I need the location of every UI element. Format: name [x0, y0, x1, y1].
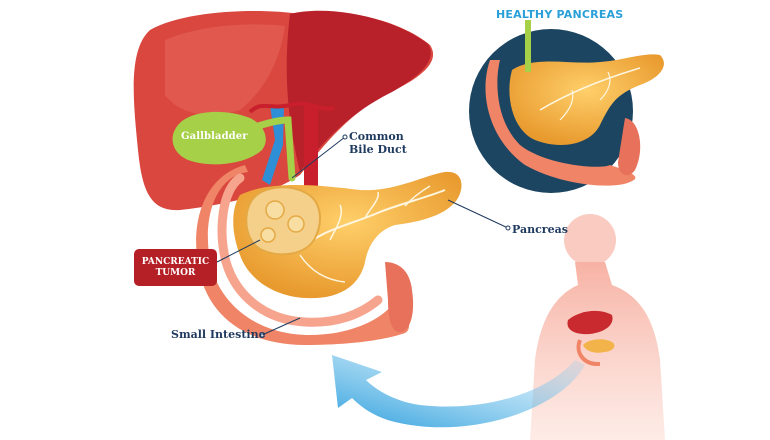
common-bile-duct-label-line1: Common: [349, 130, 404, 143]
tumor: [245, 186, 321, 256]
common-bile-duct-label-line2: Bile Duct: [349, 143, 407, 156]
small-intestine: [196, 165, 414, 345]
pancreatic-tumor-line2: TUMOR: [155, 267, 196, 278]
human-silhouette: [530, 214, 665, 440]
healthy-pancreas-title: HEALTHY PANCREAS: [496, 8, 624, 21]
gallbladder-label: Gallbladder: [181, 131, 248, 142]
leader-lines: [216, 134, 511, 338]
gallbladder: [172, 111, 296, 182]
blood-vessels: [248, 101, 335, 193]
small-intestine-label: Small Intestine: [171, 328, 266, 341]
pancreatic-tumor-line1: PANCREATIC: [141, 256, 210, 267]
pancreas-label: Pancreas: [512, 223, 568, 236]
common-bile-duct-label: Common Bile Duct: [349, 130, 407, 156]
pancreatic-tumor-badge: PANCREATIC TUMOR: [134, 249, 217, 286]
transition-arrow: [332, 355, 585, 428]
healthy-pancreas-inset: [469, 20, 664, 193]
